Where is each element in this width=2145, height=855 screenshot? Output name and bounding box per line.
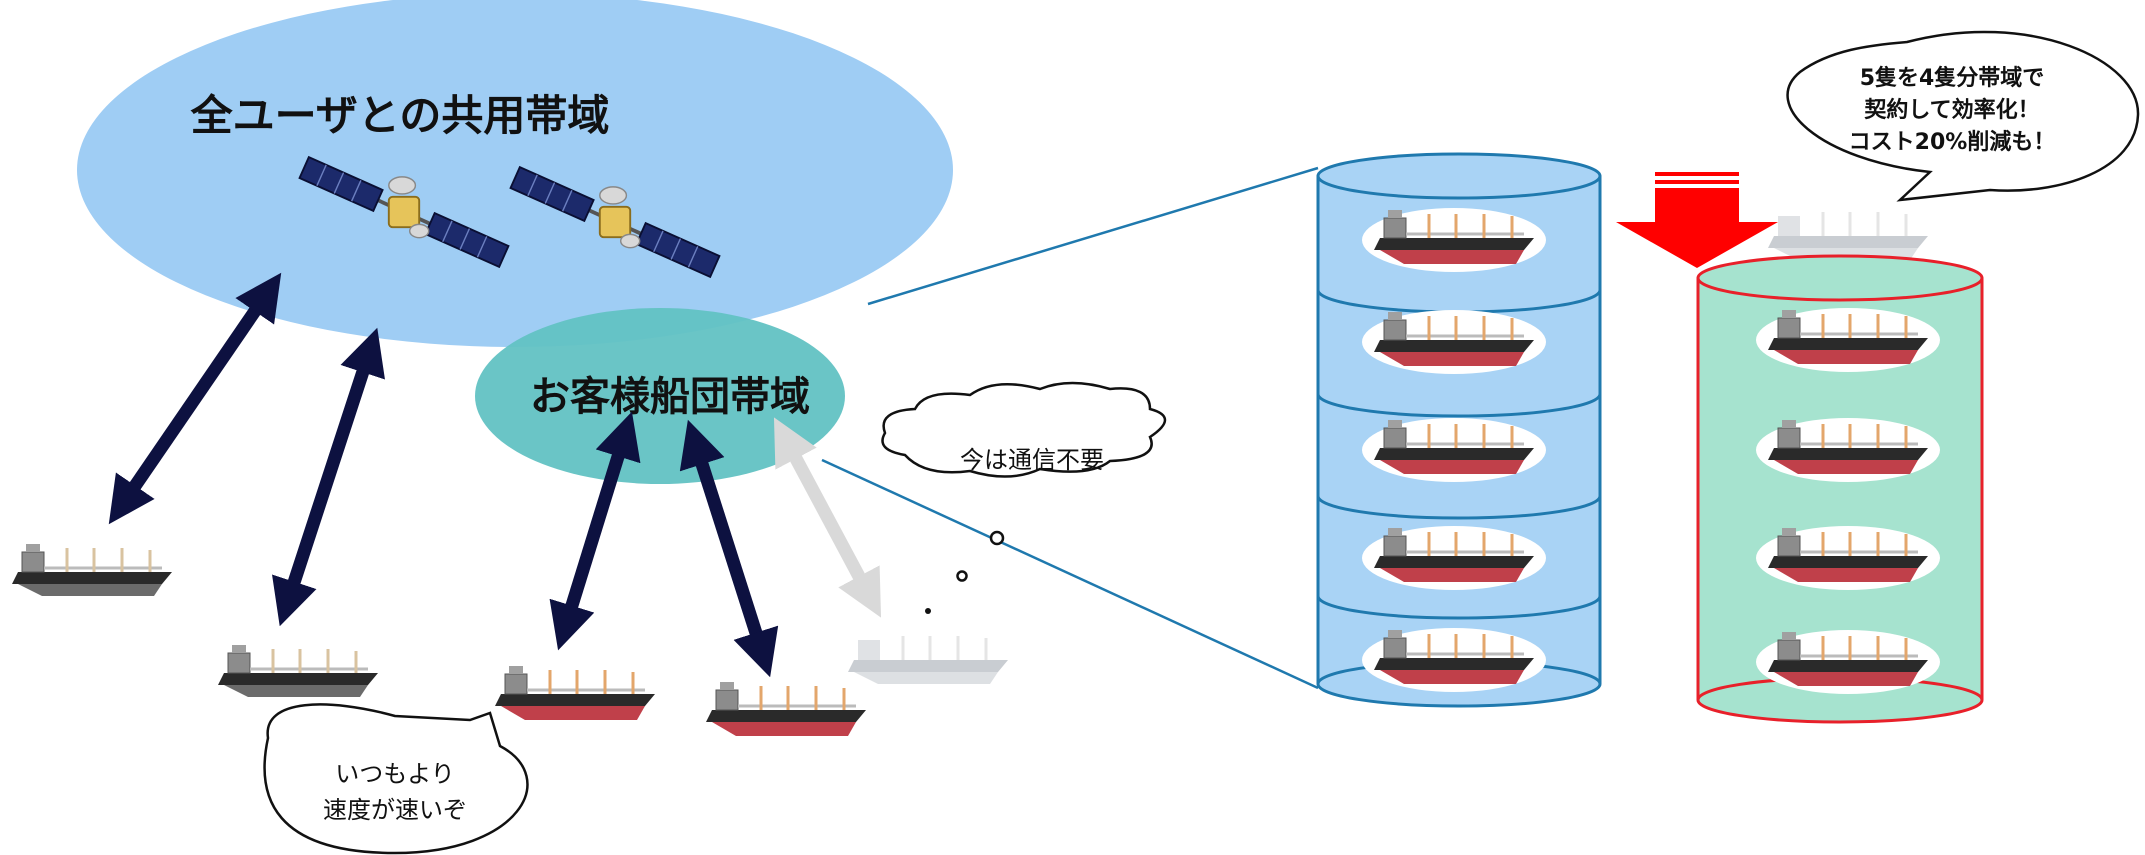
thought-bubble-text: 今は通信不要: [960, 446, 1104, 474]
cargo-ship-icon: [216, 643, 380, 699]
speech-bubble-line1: いつもより: [335, 760, 455, 788]
cargo-ship-icon: [846, 634, 1010, 686]
cargo-ship-icon: [1766, 210, 1930, 262]
link-arrow: [272, 327, 385, 627]
cargo-ship-icon: [1362, 310, 1546, 374]
cargo-ship-icon: [1362, 628, 1546, 692]
cargo-ship-icon: [493, 664, 657, 722]
bandwidth-cylinder-contract: [1696, 254, 1984, 724]
cargo-ship-icon: [704, 680, 868, 738]
zoom-line-top: [867, 166, 1319, 306]
cargo-ship-icon: [1756, 308, 1940, 372]
link-arrow: [549, 411, 641, 651]
cargo-ship-icon: [1756, 630, 1940, 694]
callout-line3: コスト20%削減も！: [1849, 130, 2056, 155]
cargo-ship-icon: [1362, 208, 1546, 272]
link-arrow: [108, 272, 282, 525]
fleet-band-label: お客様船団帯域: [530, 374, 810, 420]
bandwidth-cylinder-current: [1316, 152, 1602, 708]
shared-band-ellipse: [77, 0, 953, 347]
cargo-ship-icon: [1362, 418, 1546, 482]
callout-line1: 5隻を4隻分帯域で: [1860, 65, 2045, 91]
cargo-ship-icon: [1362, 526, 1546, 590]
callout-line2: 契約して効率化！: [1863, 97, 2039, 123]
callout-bubble: 5隻を4隻分帯域で 契約して効率化！ コスト20%削減も！: [1786, 30, 2140, 202]
speech-bubble-line2: 速度が速いぞ: [323, 796, 467, 824]
thought-bubble: 今は通信不要: [881, 381, 1167, 614]
zoom-line-bottom: [821, 458, 1319, 690]
link-arrow-idle: [773, 417, 882, 618]
down-arrow-icon: [1616, 172, 1778, 268]
cargo-ship-icon: [1756, 526, 1940, 590]
speech-bubble: いつもより 速度が速いぞ: [263, 703, 529, 855]
link-arrow: [679, 419, 779, 678]
shared-band-label: 全ユーザとの共用帯域: [190, 91, 610, 140]
cargo-ship-icon: [10, 542, 174, 598]
cargo-ship-icon: [1756, 418, 1940, 482]
